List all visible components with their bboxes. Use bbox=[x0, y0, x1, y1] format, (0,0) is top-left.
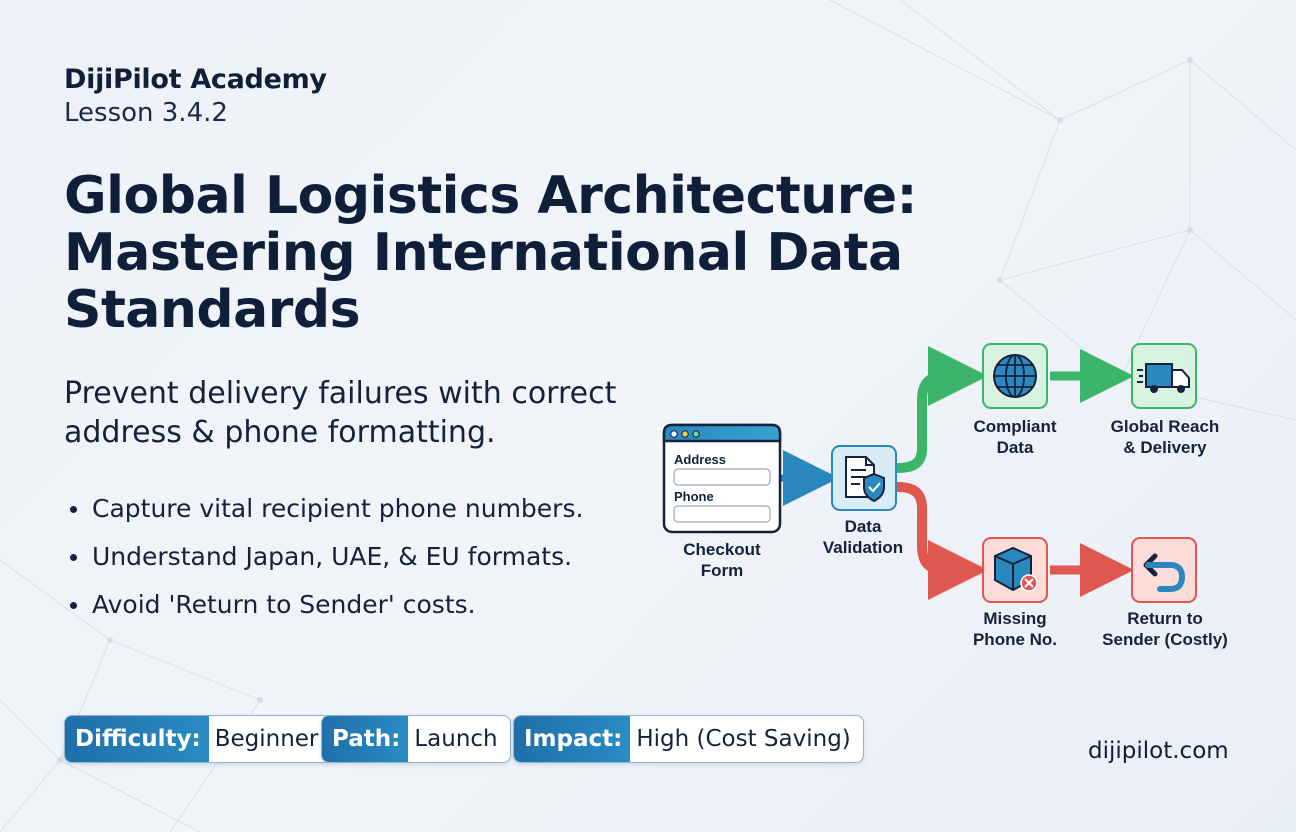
browser-form-icon: Address Phone bbox=[662, 423, 782, 534]
title-line: Standards bbox=[64, 280, 361, 340]
subtitle-line: address & phone formatting. bbox=[64, 415, 496, 450]
website-link[interactable]: dijipilot.com bbox=[1088, 738, 1229, 764]
lesson-number: Lesson 3.4.2 bbox=[64, 98, 228, 128]
badge-value: Launch bbox=[414, 726, 498, 752]
bullet-item: Avoid 'Return to Sender' costs. bbox=[64, 590, 583, 620]
badge-value: Beginner bbox=[214, 726, 319, 752]
badge-key: Difficulty: bbox=[65, 716, 209, 762]
return-sender-label: Return to bbox=[1127, 609, 1203, 628]
page-title: Global Logistics Architecture: Mastering… bbox=[64, 168, 944, 339]
form-field-label-phone: Phone bbox=[674, 489, 714, 504]
document-shield-icon bbox=[831, 445, 897, 511]
form-field-label-address: Address bbox=[674, 452, 726, 467]
form-phone-input bbox=[673, 505, 771, 523]
title-line: Mastering International Data bbox=[64, 223, 903, 283]
global-delivery-label: & Delivery bbox=[1123, 438, 1207, 457]
compliant-data-label: Data bbox=[997, 438, 1034, 457]
truck-icon bbox=[1131, 343, 1197, 409]
path-badge: Path: Launch bbox=[321, 715, 511, 763]
badge-key: Impact: bbox=[514, 716, 631, 762]
subtitle-line: Prevent delivery failures with correct bbox=[64, 376, 617, 411]
return-sender-label: Sender (Costly) bbox=[1102, 630, 1228, 649]
badge-key: Path: bbox=[322, 716, 409, 762]
package-x-icon bbox=[982, 537, 1048, 603]
brand-name: DijiPilot Academy bbox=[64, 64, 327, 95]
arrow-validation-to-missing bbox=[893, 482, 988, 600]
data-validation-label: Validation bbox=[823, 538, 903, 557]
arrow-validation-to-compliant bbox=[893, 346, 988, 473]
global-delivery-label: Global Reach bbox=[1111, 417, 1220, 436]
checkout-form-label: Checkout bbox=[683, 540, 761, 559]
impact-badge: Impact: High (Cost Saving) bbox=[513, 715, 864, 763]
missing-phone-label: Phone No. bbox=[973, 630, 1057, 649]
data-validation-label: Data bbox=[845, 517, 882, 536]
globe-icon bbox=[982, 343, 1048, 409]
bullet-item: Capture vital recipient phone numbers. bbox=[64, 494, 583, 524]
badge-value: High (Cost Saving) bbox=[636, 726, 851, 752]
title-line: Global Logistics Architecture: bbox=[64, 166, 917, 226]
checkout-form-label: Form bbox=[701, 561, 744, 580]
return-arrow-icon bbox=[1131, 537, 1197, 603]
bullet-item: Understand Japan, UAE, & EU formats. bbox=[64, 542, 583, 572]
subtitle: Prevent delivery failures with correct a… bbox=[64, 374, 684, 452]
compliant-data-label: Compliant bbox=[973, 417, 1056, 436]
missing-phone-label: Missing bbox=[983, 609, 1046, 628]
form-address-input bbox=[673, 468, 771, 486]
bullet-list: Capture vital recipient phone numbers. U… bbox=[64, 494, 583, 638]
difficulty-badge: Difficulty: Beginner bbox=[64, 715, 332, 763]
